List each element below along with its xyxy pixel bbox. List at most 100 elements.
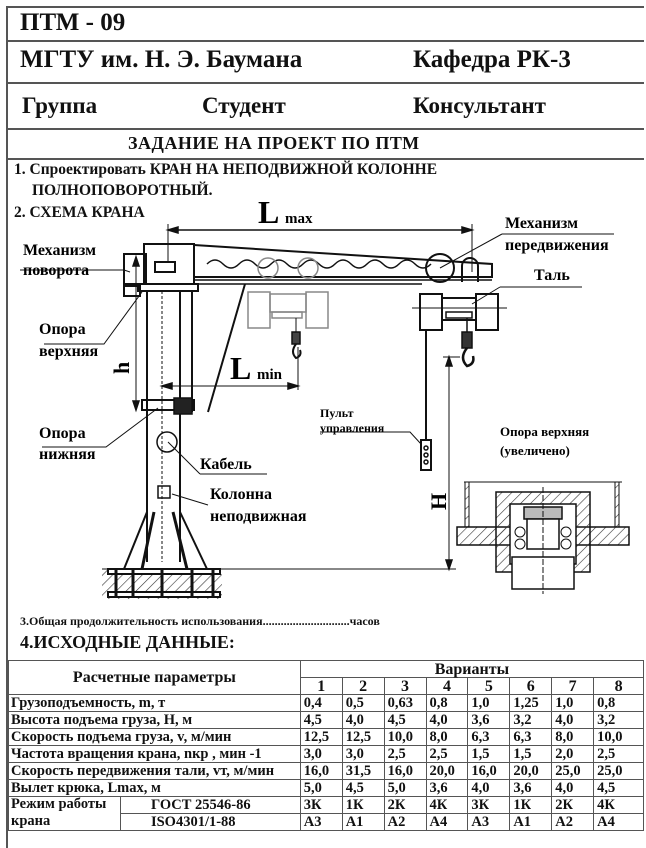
param-value: 1,25: [509, 694, 553, 712]
param-value: 3,2: [509, 711, 553, 729]
param-value: 6,3: [509, 728, 553, 746]
param-value: 16,0: [467, 762, 511, 780]
param-value: 5,0: [383, 779, 427, 797]
variant-numbers-row: 1 2 3 4 5 6 7 8: [9, 677, 644, 695]
param-value: 8,0: [551, 728, 595, 746]
variant-number: 8: [593, 677, 644, 695]
param-value: 4,5: [383, 711, 427, 729]
param-label: Высота подъема груза, H, м: [8, 711, 301, 729]
crane-diagram: L max L min h H Механизм поворота Механи…: [20, 194, 630, 599]
usage-duration: 3.Общая продолжительность использования.…: [20, 614, 380, 628]
participants-row: Группа Студент Консультант: [8, 82, 644, 130]
duty-value: 3К: [299, 796, 343, 814]
param-label: Скорость подъема груза, v, м/мин: [8, 728, 301, 746]
arrowhead: [165, 225, 179, 235]
duty-value: А2: [383, 813, 427, 831]
travel-mechanism-label-2: передвижения: [505, 237, 609, 254]
param-value: 0,4: [299, 694, 343, 712]
param-value: 1,5: [467, 745, 511, 763]
slew-mechanism-housing: [143, 243, 195, 285]
duty-value: А1: [509, 813, 553, 831]
duty-value: 1К: [509, 796, 553, 814]
duty-value: А4: [425, 813, 469, 831]
variant-number: 2: [341, 677, 385, 695]
duty-value: 3К: [467, 796, 511, 814]
table-header-row: Расчетные параметры Варианты: [8, 660, 645, 695]
duty-label: Режим работы: [8, 796, 121, 814]
upper-support-label-1: Опора: [39, 321, 86, 338]
student-label: Студент: [202, 93, 286, 118]
param-value: 1,0: [467, 694, 511, 712]
param-value: 16,0: [383, 762, 427, 780]
param-value: 4,5: [299, 711, 343, 729]
university-name: МГТУ им. Н. Э. Баумана: [20, 46, 303, 73]
param-value: 4,0: [551, 711, 595, 729]
lower-support-label-1: Опора: [39, 425, 86, 442]
arrowhead: [461, 225, 475, 235]
column-label-2: неподвижная: [210, 508, 307, 525]
duty-label-cont: крана: [8, 813, 121, 831]
param-value: 10,0: [383, 728, 427, 746]
param-value: 3,6: [467, 711, 511, 729]
variants-header: Варианты: [299, 660, 645, 678]
upper-support-detail: [456, 481, 630, 594]
variant-number: 5: [467, 677, 511, 695]
lmax-subscript: max: [285, 211, 313, 227]
param-value: 20,0: [509, 762, 553, 780]
task-item-2: 2. СХЕМА КРАНА: [14, 204, 145, 221]
detail-title-1: Опора верхняя: [500, 424, 589, 439]
param-value: 20,0: [425, 762, 469, 780]
param-value: 16,0: [299, 762, 343, 780]
duty-value: А1: [341, 813, 385, 831]
param-value: 3,0: [341, 745, 385, 763]
param-value: 31,5: [341, 762, 385, 780]
duty-value: 4К: [425, 796, 469, 814]
param-value: 5,0: [299, 779, 343, 797]
upper-support-label-2: верхняя: [39, 343, 99, 360]
param-label: Вылет крюка, Lmax, м: [8, 779, 301, 797]
variant-number: 7: [551, 677, 595, 695]
param-value: 3,2: [593, 711, 644, 729]
task-item-1-cont: ПОЛНОПОВОРОТНЫЙ.: [32, 182, 213, 199]
document-code: ПТМ - 09: [20, 9, 126, 36]
department-name: Кафедра РК-3: [413, 46, 571, 73]
pendant-label-1: Пульт: [320, 406, 354, 420]
assignment-title-row: ЗАДАНИЕ НА ПРОЕКТ ПО ПТМ: [8, 128, 644, 160]
param-value: 8,0: [425, 728, 469, 746]
hook-icon: [461, 347, 475, 368]
param-value: 2,0: [551, 745, 595, 763]
lmin-label: L: [230, 350, 251, 386]
slew-motor: [123, 253, 147, 285]
param-value: 0,8: [425, 694, 469, 712]
assignment-title: ЗАДАНИЕ НА ПРОЕКТ ПО ПТМ: [128, 133, 420, 153]
param-label: Грузоподъемность, m, т: [8, 694, 301, 712]
param-value: 12,5: [341, 728, 385, 746]
task-item-1: 1. Спроектировать КРАН НА НЕПОДВИЖНОЙ КО…: [14, 161, 438, 178]
param-value: 4,5: [593, 779, 644, 797]
slew-mechanism-label-2: поворота: [23, 262, 89, 279]
pendant-label-2: управления: [320, 421, 385, 435]
param-value: 12,5: [299, 728, 343, 746]
duty-value: А2: [551, 813, 595, 831]
h-label: h: [109, 362, 134, 374]
param-value: 4,0: [467, 779, 511, 797]
param-value: 0,8: [593, 694, 644, 712]
lmax-label: L: [258, 194, 279, 230]
university-row: МГТУ им. Н. Э. Баумана Кафедра РК-3: [8, 40, 644, 84]
param-label: Частота вращения крана, nкр , мин -1: [8, 745, 301, 763]
duty-value: 2К: [551, 796, 595, 814]
group-label: Группа: [22, 93, 98, 118]
param-value: 10,0: [593, 728, 644, 746]
variant-number: 3: [383, 677, 427, 695]
lower-support-label-2: нижняя: [39, 446, 96, 463]
boom-strut: [207, 283, 246, 413]
duty-value: А3: [467, 813, 511, 831]
param-label: Скорость передвижения тали, vт, м/мин: [8, 762, 301, 780]
lower-support: [141, 399, 195, 411]
param-header: Расчетные параметры: [8, 660, 301, 695]
param-value: 25,0: [551, 762, 595, 780]
